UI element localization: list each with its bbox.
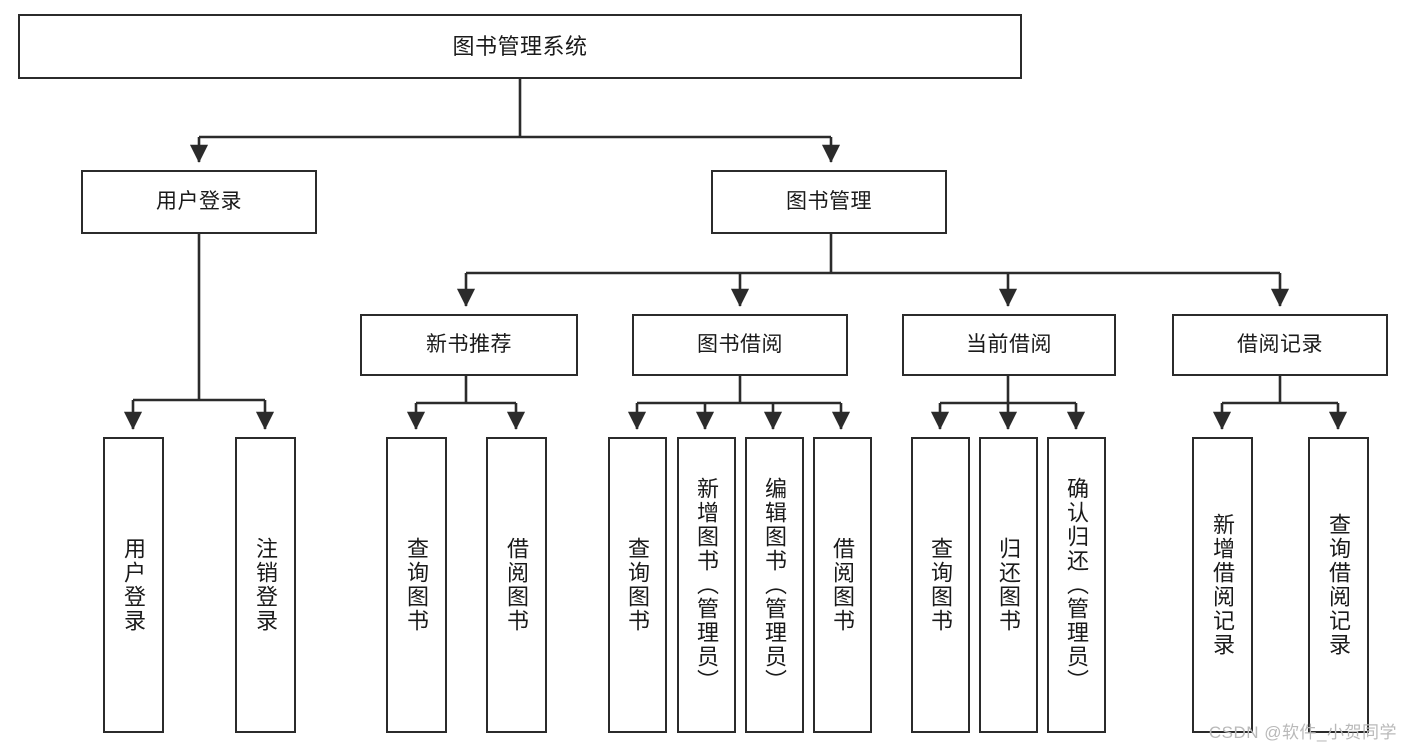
node-leaf-confirm-return-label: 确认归还（管理员）: [1064, 477, 1090, 693]
node-leaf-edit-book-label: 编辑图书（管理员）: [762, 477, 788, 693]
node-leaf-query-book-3-label: 查询图书: [928, 537, 954, 633]
node-leaf-query-book-2-label: 查询图书: [625, 537, 651, 633]
node-leaf-add-record-label: 新增借阅记录: [1210, 513, 1236, 657]
node-leaf-user-login-label: 用户登录: [121, 537, 147, 633]
node-book-borrow-label: 图书借阅: [697, 332, 783, 356]
node-leaf-return-book-label: 归还图书: [996, 537, 1022, 633]
node-book-manage-label: 图书管理: [786, 189, 872, 213]
node-leaf-query-book-2[interactable]: 查询图书: [608, 437, 667, 733]
node-leaf-add-book[interactable]: 新增图书（管理员）: [677, 437, 736, 733]
node-user-login[interactable]: 用户登录: [81, 170, 317, 234]
node-leaf-borrow-book-1-label: 借阅图书: [504, 537, 530, 633]
csdn-watermark: CSDN @软件_小贺同学: [1208, 723, 1397, 742]
node-root[interactable]: 图书管理系统: [18, 14, 1022, 79]
node-leaf-borrow-book-1[interactable]: 借阅图书: [486, 437, 547, 733]
node-leaf-query-book-1[interactable]: 查询图书: [386, 437, 447, 733]
node-leaf-user-login[interactable]: 用户登录: [103, 437, 164, 733]
node-borrow-record-label: 借阅记录: [1237, 332, 1323, 356]
node-leaf-add-book-label: 新增图书（管理员）: [694, 477, 720, 693]
node-new-book-recommend-label: 新书推荐: [426, 332, 512, 356]
node-book-manage[interactable]: 图书管理: [711, 170, 947, 234]
node-book-borrow[interactable]: 图书借阅: [632, 314, 848, 376]
node-leaf-query-book-3[interactable]: 查询图书: [911, 437, 970, 733]
node-current-borrow[interactable]: 当前借阅: [902, 314, 1116, 376]
node-user-login-label: 用户登录: [156, 189, 242, 213]
node-new-book-recommend[interactable]: 新书推荐: [360, 314, 578, 376]
node-leaf-confirm-return[interactable]: 确认归还（管理员）: [1047, 437, 1106, 733]
node-leaf-add-record[interactable]: 新增借阅记录: [1192, 437, 1253, 733]
node-leaf-borrow-book-2[interactable]: 借阅图书: [813, 437, 872, 733]
node-leaf-logout-login-label: 注销登录: [253, 537, 279, 633]
node-leaf-logout-login[interactable]: 注销登录: [235, 437, 296, 733]
node-current-borrow-label: 当前借阅: [966, 332, 1052, 356]
node-leaf-edit-book[interactable]: 编辑图书（管理员）: [745, 437, 804, 733]
node-borrow-record[interactable]: 借阅记录: [1172, 314, 1388, 376]
node-leaf-query-book-1-label: 查询图书: [404, 537, 430, 633]
node-leaf-query-record[interactable]: 查询借阅记录: [1308, 437, 1369, 733]
node-leaf-borrow-book-2-label: 借阅图书: [830, 537, 856, 633]
node-leaf-return-book[interactable]: 归还图书: [979, 437, 1038, 733]
node-root-label: 图书管理系统: [452, 33, 588, 59]
node-leaf-query-record-label: 查询借阅记录: [1326, 513, 1352, 657]
